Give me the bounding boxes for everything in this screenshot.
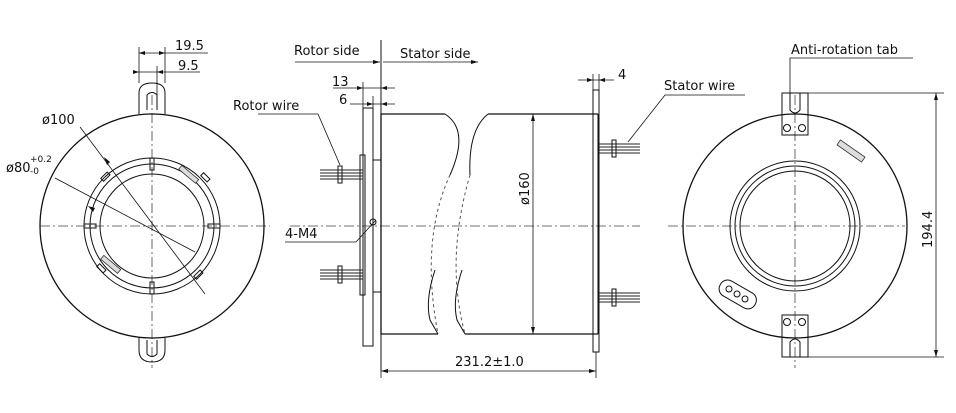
label-19-5: 19.5 — [175, 39, 204, 54]
dim-194-arrow-a — [934, 93, 938, 100]
label-stator-side: Stator side — [400, 47, 470, 62]
rotor-wire-clamp — [337, 165, 343, 184]
right-outer-circle — [682, 113, 908, 339]
left-slot-bl — [96, 263, 107, 274]
left-marking-2 — [100, 254, 122, 274]
dim-13-arrow-b — [381, 86, 387, 90]
dim-6-arrow-b — [381, 102, 387, 106]
label-dia-160: ø160 — [518, 172, 533, 205]
left-arrow-19b — [159, 51, 165, 55]
anti-rotation-tab-bottom-slot — [789, 338, 801, 357]
dim-194-arrow-b — [934, 350, 938, 357]
left-arrow-19a — [139, 51, 145, 55]
stator-side-arrow — [471, 60, 478, 64]
label-dia-80-lower: -0 — [30, 167, 39, 177]
break-top-left — [444, 113, 460, 176]
stator-wires-bottom — [599, 288, 640, 307]
stator-wire-clamp — [611, 288, 617, 307]
left-marking-1 — [178, 164, 200, 184]
right-bore-circle — [739, 170, 851, 282]
break-dashed-left — [430, 174, 451, 335]
break-bottom-left — [427, 269, 439, 335]
left-bottom-tab — [138, 338, 166, 363]
label-anti-rotation-tab: Anti-rotation tab — [791, 43, 898, 58]
right-ring-outer — [729, 160, 861, 292]
left-slot-left — [83, 223, 97, 229]
left-arrow-9b — [157, 70, 163, 74]
label-rotor-side: Rotor side — [294, 44, 360, 59]
right-connector — [718, 279, 757, 310]
right-view-stator-end: Anti-rotation tab 194.4 — [668, 43, 944, 368]
stator-wire-leader — [627, 94, 745, 143]
dim-231-arrow-a — [381, 369, 388, 373]
m4-hole — [369, 218, 377, 226]
connector-pin — [725, 285, 733, 293]
left-slot-top — [149, 157, 155, 171]
label-dia-80: ø80 — [6, 161, 31, 176]
left-dia100-leader — [79, 126, 206, 295]
left-slot-right — [207, 223, 221, 229]
dim-4-arrow-b — [599, 78, 605, 82]
dim-6-arrow-a — [367, 102, 373, 106]
label-231: 231.2±1.0 — [455, 355, 524, 370]
rotor-flange-lip — [359, 154, 366, 296]
tab-bottom-screw-b — [798, 318, 806, 326]
label-13: 13 — [332, 75, 349, 90]
left-view-rotor-end: 19.5 9.5 ø100 ø80 +0.2 -0 — [6, 39, 270, 368]
tab-top-screw-b — [798, 124, 806, 132]
stator-wires-top — [599, 139, 640, 158]
rotor-wires-top — [320, 165, 363, 184]
left-slot-br — [193, 269, 204, 280]
tab-top-screw-a — [783, 124, 791, 132]
m4-leader — [285, 219, 377, 243]
connector-pin — [733, 290, 741, 298]
rotor-wire-leader — [258, 113, 341, 166]
label-4: 4 — [618, 68, 626, 83]
anti-rotation-tab-leader — [789, 57, 913, 95]
left-slot-tl — [100, 171, 111, 182]
right-marking — [836, 139, 866, 163]
left-slot-tr — [200, 172, 211, 183]
anti-rotation-tab-top — [781, 92, 809, 136]
left-arrow-80 — [88, 206, 95, 212]
left-flange-inner — [89, 163, 215, 289]
break-bottom-right — [454, 269, 466, 335]
break-dashed-right — [455, 174, 471, 335]
left-outer-circle — [39, 113, 265, 339]
left-arrow-9a — [133, 70, 139, 74]
rotor-wires-bottom — [320, 265, 363, 284]
label-rotor-wire: Rotor wire — [233, 99, 299, 114]
tab-bottom-screw-a — [783, 318, 791, 326]
label-dia-80-upper: +0.2 — [30, 155, 52, 165]
break-top-right — [469, 113, 489, 176]
label-stator-wire: Stator wire — [664, 79, 735, 94]
rotor-wire-clamp — [337, 265, 343, 284]
connector-pin — [741, 295, 749, 303]
anti-rotation-tab-bottom — [781, 314, 809, 358]
label-6: 6 — [339, 93, 347, 108]
label-194: 194.4 — [921, 211, 936, 248]
middle-view-side: Rotor side Stator side Rotor wire — [233, 40, 745, 378]
dim-160-arrow-a — [531, 114, 535, 121]
stator-wire-clamp — [611, 139, 617, 158]
left-slot-bottom — [149, 281, 155, 295]
left-bore-circle — [99, 173, 205, 279]
dim-160-arrow-b — [531, 327, 535, 334]
left-top-tab — [138, 82, 166, 114]
dim-13-arrow-a — [357, 86, 363, 90]
label-9-5: 9.5 — [178, 59, 199, 74]
right-ring-mid — [734, 165, 856, 287]
left-dia80-leader — [54, 177, 196, 253]
left-bottom-tab-slot — [146, 340, 158, 357]
anti-rotation-tab-top-slot — [789, 93, 801, 114]
dim-231-arrow-b — [589, 369, 596, 373]
label-dia-100: ø100 — [42, 113, 75, 128]
label-4-m4: 4-M4 — [285, 227, 317, 242]
dim-4-arrow-a — [587, 78, 593, 82]
rotor-side-arrow — [373, 60, 380, 64]
left-arrow-100 — [104, 157, 110, 165]
